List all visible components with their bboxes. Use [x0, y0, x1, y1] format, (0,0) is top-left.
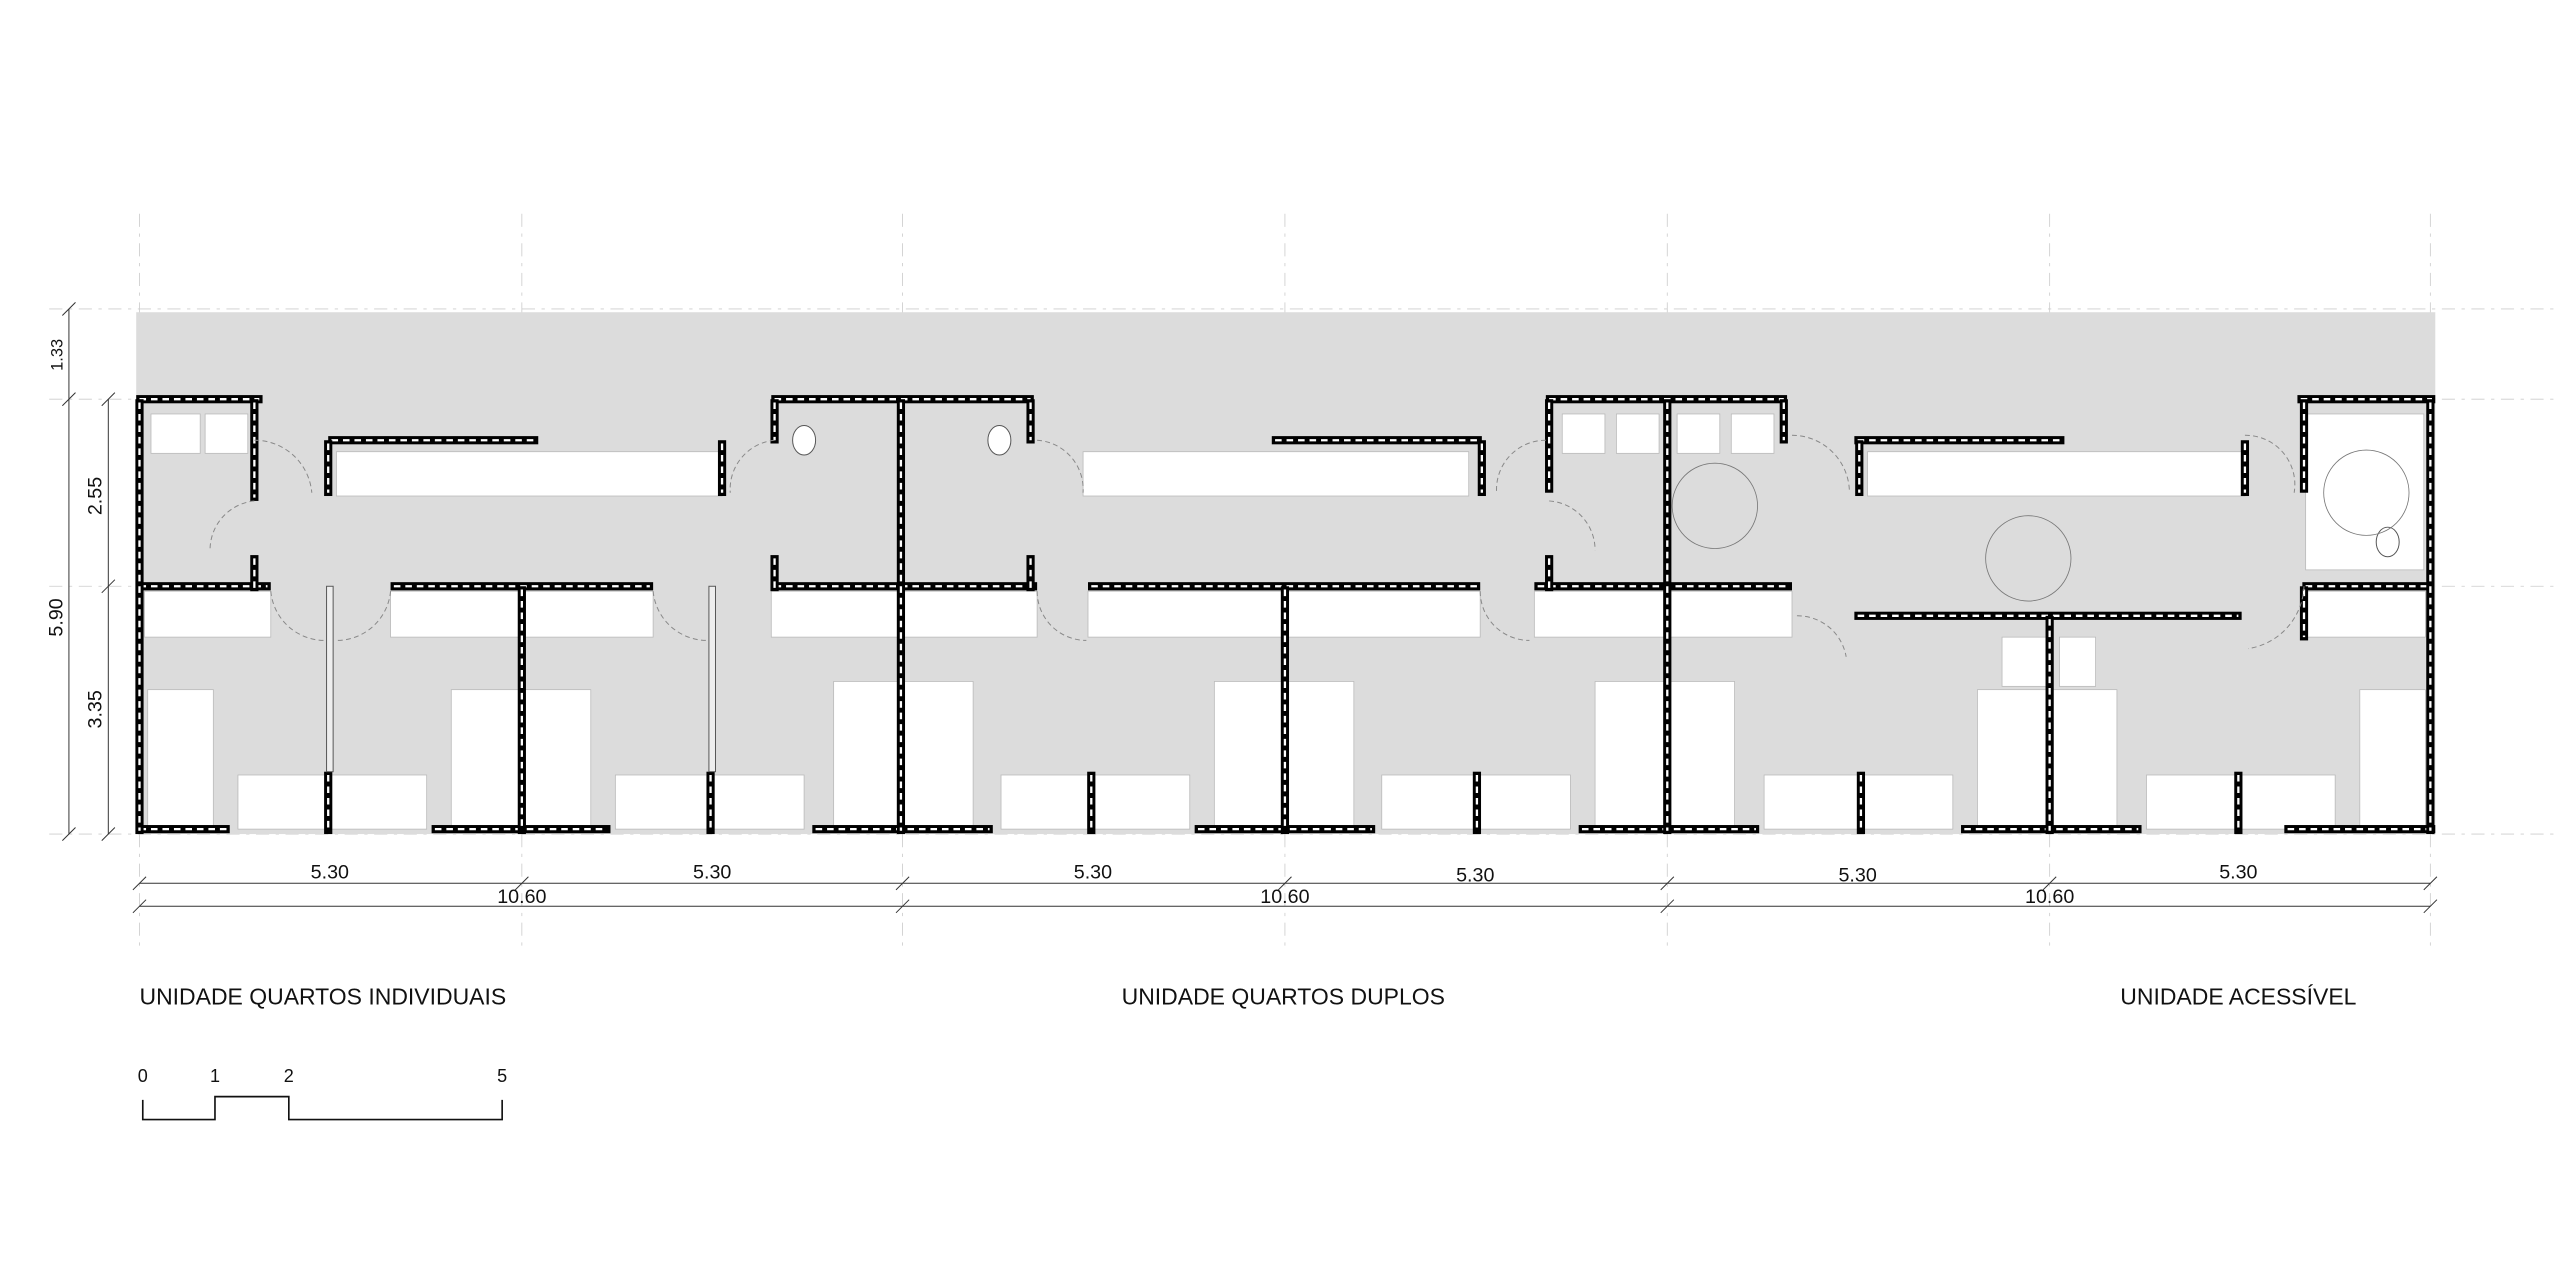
furniture-block — [2059, 636, 2096, 687]
dim-half-2: 5.30 — [693, 861, 731, 883]
wall — [328, 436, 539, 445]
wall — [2426, 399, 2435, 835]
scale-tick-1: 1 — [210, 1066, 220, 1086]
furniture-block — [2301, 590, 2426, 638]
scale-tick-2: 2 — [284, 1066, 294, 1086]
furniture-block — [1561, 413, 1606, 454]
dim-unit-1: 10.60 — [497, 886, 546, 908]
door-swing — [2248, 586, 2305, 650]
door-swing — [1496, 439, 1546, 493]
wheelchair-turning-circle — [1985, 515, 2072, 602]
door-swing — [1796, 615, 1847, 657]
dim-half-1: 5.30 — [311, 861, 349, 883]
toilet-icon — [792, 424, 817, 456]
scale-tick-0: 0 — [138, 1066, 148, 1086]
door-swing — [1037, 439, 1084, 493]
wall — [1271, 436, 1482, 445]
walls — [135, 395, 2436, 835]
wall — [2299, 399, 2309, 493]
dim-lower: 3.35 — [85, 690, 107, 728]
horizontal-dimensions — [132, 876, 2438, 914]
toilet-icon — [2375, 526, 2400, 558]
dim-half-4: 5.30 — [1456, 865, 1494, 887]
wall — [2297, 395, 2436, 404]
wall — [1854, 436, 2065, 445]
door-swing — [336, 591, 392, 641]
wall — [135, 399, 144, 835]
wall — [1026, 399, 1035, 444]
glass-partition — [326, 585, 334, 773]
door-swing — [1479, 591, 1530, 641]
furniture-block — [144, 590, 272, 638]
wall — [770, 399, 779, 444]
door-swing — [729, 439, 775, 493]
furniture-block — [2359, 689, 2426, 830]
scale-bar: 0 1 2 5 — [138, 1066, 507, 1121]
toilet-icon — [987, 424, 1012, 456]
dim-half-3: 5.30 — [1074, 861, 1112, 883]
dim-total: 5.90 — [45, 598, 67, 636]
dim-top-strip: 1.33 — [48, 339, 66, 371]
wall — [1545, 399, 1554, 493]
vertical-dimensions — [62, 302, 116, 841]
furniture-block — [335, 451, 723, 497]
door-swing — [254, 439, 313, 493]
dim-unit-2: 10.60 — [1260, 886, 1309, 908]
door-swing — [209, 500, 255, 551]
furniture-block — [204, 413, 249, 454]
furniture-block — [1730, 413, 1775, 454]
dim-half-5: 5.30 — [1838, 865, 1876, 887]
furniture-block — [147, 689, 214, 830]
door-swing — [1791, 434, 1850, 493]
furniture-block — [1082, 451, 1470, 497]
unit-label-individual: UNIDADE QUARTOS INDIVIDUAIS — [139, 984, 506, 1010]
door-swing — [270, 591, 325, 641]
wheelchair-turning-circle — [2323, 449, 2410, 536]
furniture-block — [2305, 413, 2425, 571]
wall — [136, 825, 230, 834]
wall — [1779, 399, 1788, 444]
door-swing — [652, 591, 708, 641]
doors — [209, 434, 2305, 657]
dim-half-6: 5.30 — [2219, 861, 2257, 883]
scale-tick-5: 5 — [497, 1066, 507, 1086]
unit-label-accessible: UNIDADE ACESSÍVEL — [2120, 984, 2356, 1010]
furniture-block — [1615, 413, 1660, 454]
furniture-block — [2001, 636, 2052, 687]
wall — [1663, 399, 1672, 835]
furniture-block — [1676, 413, 1721, 454]
door-swing — [1036, 591, 1087, 641]
door-swing — [1549, 500, 1596, 551]
dim-upper: 2.55 — [85, 477, 107, 515]
wheelchair-turning-circle — [1671, 462, 1758, 549]
door-swing — [2244, 434, 2296, 493]
wall — [896, 399, 906, 835]
furniture-block — [1867, 451, 2246, 497]
dim-unit-3: 10.60 — [2025, 886, 2074, 908]
furniture-block — [150, 413, 201, 454]
unit-label-double: UNIDADE QUARTOS DUPLOS — [1122, 984, 1445, 1010]
glass-partition — [708, 585, 716, 773]
